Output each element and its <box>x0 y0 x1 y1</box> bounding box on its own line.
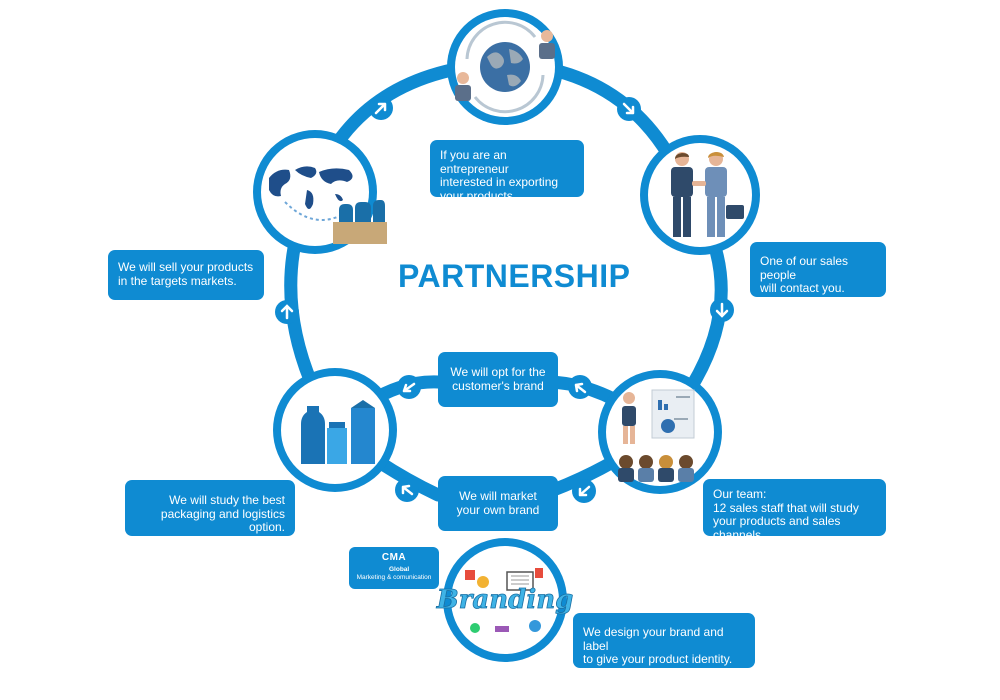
arrow-lower-branch-left-icon <box>395 478 419 502</box>
cma-logo: CMA Global Marketing & comunication <box>349 547 439 589</box>
step-box-contact: One of our sales people will contact you… <box>750 242 886 297</box>
option-box-customer-brand: We will opt for the customer's brand <box>438 352 558 407</box>
branding-word: Branding <box>436 585 574 615</box>
node-team <box>598 370 722 494</box>
logo-sub: Global <box>389 566 410 573</box>
step-box-entrepreneur: If you are an entrepreneur interested in… <box>430 140 584 202</box>
arrow-upper-branch-right-icon <box>568 375 592 399</box>
step-box-packaging: We will study the best packaging and log… <box>125 480 295 536</box>
branding-icon: Branding <box>435 568 574 633</box>
diagram-title: PARTNERSHIP <box>398 258 631 294</box>
direction-arrows <box>275 96 734 503</box>
presentation-icon <box>618 389 695 482</box>
logo-name: CMA <box>381 552 407 563</box>
arrow-top-left-icon <box>369 96 393 120</box>
step-box-team: Our team: 12 sales staff that will study… <box>703 479 886 541</box>
globe-businessmen-icon <box>455 20 555 114</box>
option-box-own-brand: We will market your own brand <box>438 476 558 531</box>
node-entrepreneur <box>447 9 563 125</box>
node-sell <box>253 130 387 254</box>
step-box-branding: We design your brand and label to give y… <box>573 613 755 668</box>
node-contact <box>640 135 760 255</box>
arrow-right-down-icon <box>710 298 734 322</box>
node-branding: Branding <box>435 538 574 662</box>
arrow-top-right-icon <box>617 97 641 121</box>
arrow-upper-branch-left-icon <box>397 375 421 399</box>
arrow-lower-branch-right-icon <box>572 479 596 503</box>
step-box-sell: We will sell your products in the target… <box>108 250 264 300</box>
handshake-icon <box>671 152 744 237</box>
world-map-icon <box>269 166 387 244</box>
arrow-left-up-icon <box>275 300 299 324</box>
logo-tagline: Marketing & comunication <box>356 574 432 581</box>
bottles-icon <box>301 400 375 464</box>
node-packaging <box>273 368 397 492</box>
